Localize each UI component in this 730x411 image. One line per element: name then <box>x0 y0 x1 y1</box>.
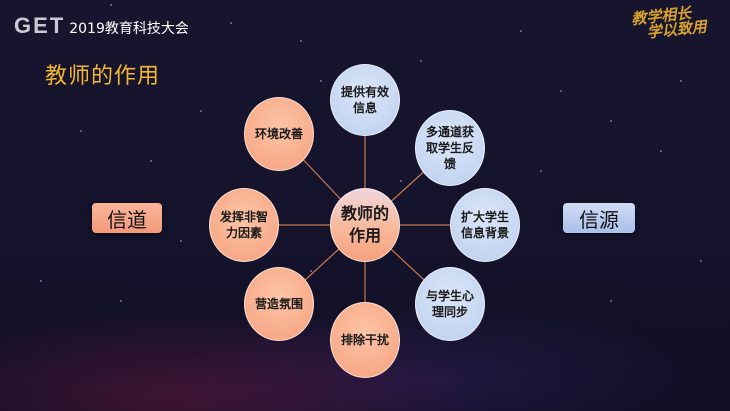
source-tag: 信源 <box>563 203 635 233</box>
conference-name: 2019教育科技大会 <box>69 21 189 37</box>
node-text-line: 扩大学生 <box>460 210 509 224</box>
node-non-intellectual-factors: 发挥非智力因素 <box>209 188 279 262</box>
get-logo-mark: GET <box>14 13 66 38</box>
node-text-line: 排除干扰 <box>340 333 389 347</box>
node-text-line: 提供有效 <box>340 85 389 99</box>
node-text-line: 多通道获 <box>425 125 474 139</box>
node-text-line: 理同步 <box>431 305 468 319</box>
node-text-line: 营造氛围 <box>254 297 303 311</box>
node-create-atmosphere: 营造氛围 <box>244 267 314 341</box>
node-text-line: 发挥非智 <box>219 210 268 224</box>
center-text-line: 作用 <box>348 226 381 245</box>
node-text-line: 环境改善 <box>254 127 303 141</box>
conference-logo: GET 2019教育科技大会 <box>14 14 189 38</box>
node-text-line: 信息背景 <box>460 226 509 240</box>
node-text-line: 信息 <box>352 101 377 115</box>
slide-title: 教师的作用 <box>45 64 161 89</box>
node-expand-student-background: 扩大学生信息背景 <box>450 188 520 262</box>
node-text-line: 力因素 <box>225 226 262 240</box>
node-text-line: 取学生反 <box>425 141 474 155</box>
center-node-teacher-role: 教师的作用 <box>330 188 400 262</box>
node-provide-effective-info: 提供有效信息 <box>330 64 400 136</box>
channel-tag: 信道 <box>92 203 162 233</box>
node-text-line: 馈 <box>443 157 456 171</box>
node-text-line: 与学生心 <box>425 289 474 303</box>
center-text-line: 教师的 <box>340 204 389 223</box>
node-eliminate-interference: 排除干扰 <box>330 302 400 378</box>
node-improve-environment: 环境改善 <box>244 97 314 171</box>
node-sync-with-student-psychology: 与学生心理同步 <box>415 267 485 341</box>
node-multichannel-feedback: 多通道获取学生反馈 <box>415 110 485 186</box>
